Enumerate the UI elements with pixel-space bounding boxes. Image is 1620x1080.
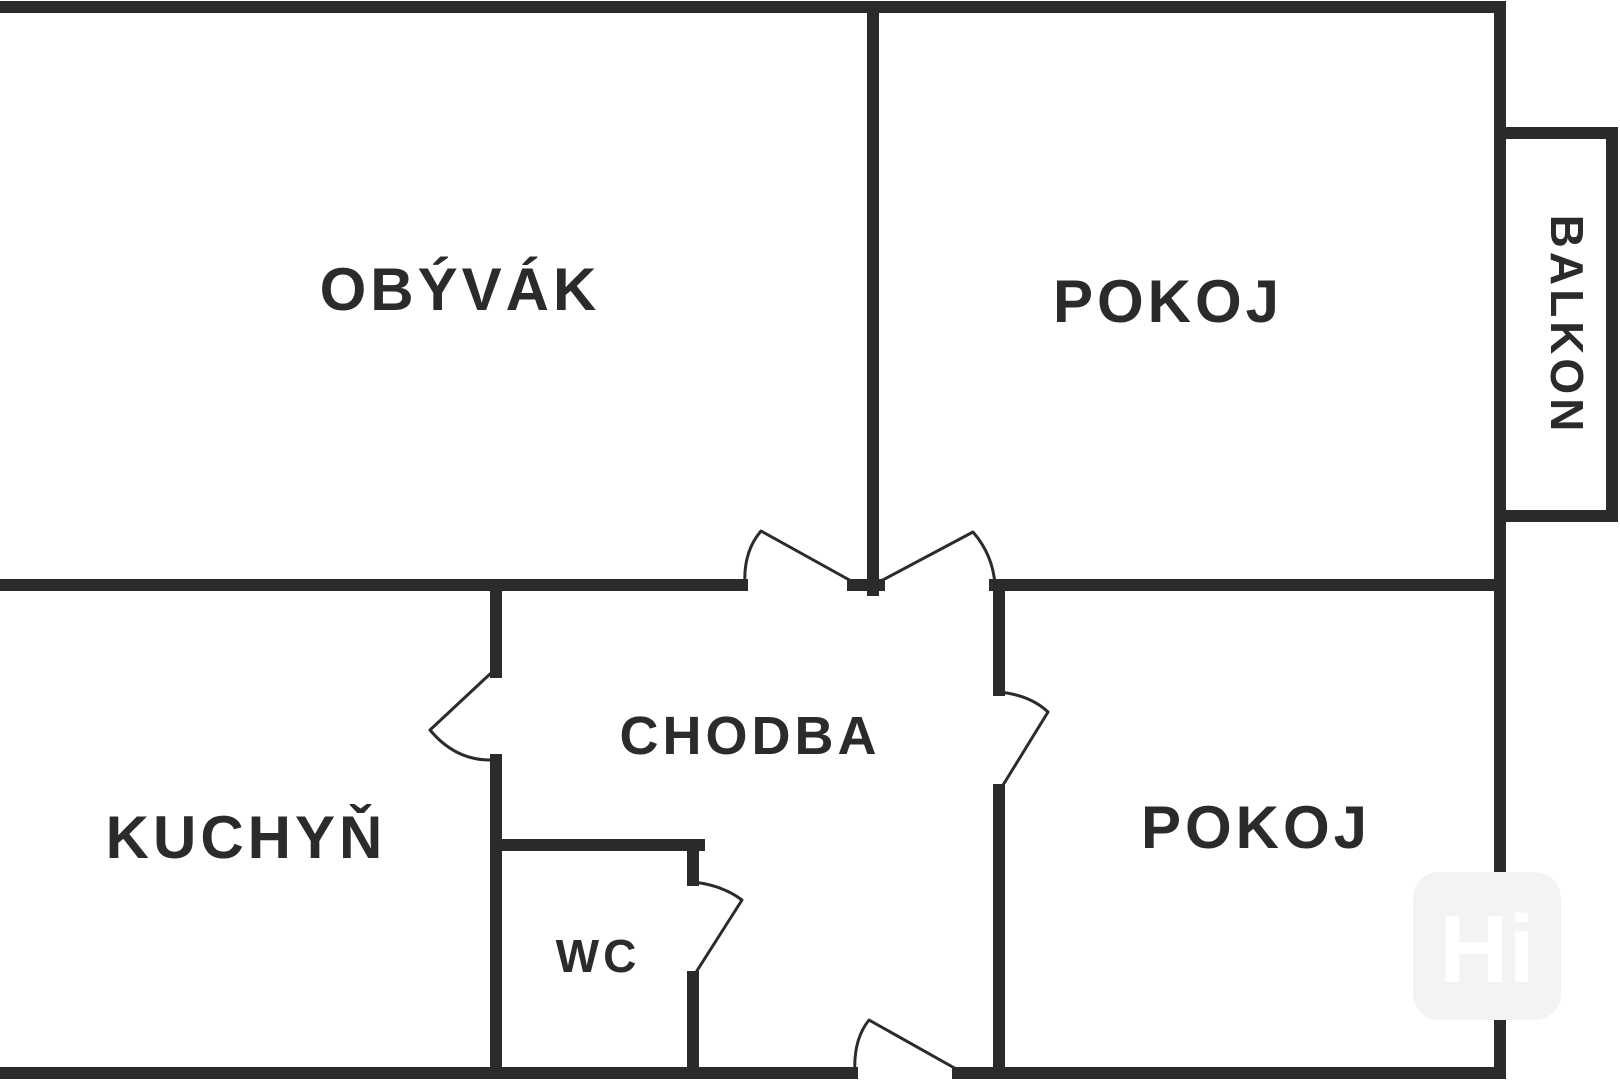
doors — [428, 529, 1050, 1075]
watermark-logo: Hi — [1413, 872, 1561, 1020]
watermark-text: Hi — [1439, 896, 1535, 1003]
label-chodba: CHODBA — [620, 706, 881, 766]
door-bedroom-bottom — [997, 690, 1050, 792]
label-pokoj-bottom: POKOJ — [1141, 794, 1371, 861]
door-entrance — [853, 1018, 960, 1075]
balcony-outline — [1494, 127, 1618, 522]
door-living — [743, 529, 855, 587]
label-pokoj-top: POKOJ — [1053, 268, 1283, 335]
label-balkon: BALKON — [1541, 215, 1593, 436]
label-obyvak: OBÝVÁK — [320, 256, 601, 323]
watermark-background — [1413, 872, 1561, 1020]
door-bedroom-top — [877, 530, 997, 587]
outer-walls — [0, 1, 1506, 1079]
label-wc: WC — [556, 930, 641, 982]
door-wc — [691, 880, 744, 979]
label-kuchyn: KUCHYŇ — [106, 804, 387, 871]
room-labels: OBÝVÁK POKOJ KUCHYŇ CHODBA POKOJ WC BALK… — [106, 215, 1593, 982]
door-kitchen — [428, 672, 492, 762]
interior-walls — [0, 1, 1506, 1079]
balcony-wall — [1494, 127, 1618, 522]
